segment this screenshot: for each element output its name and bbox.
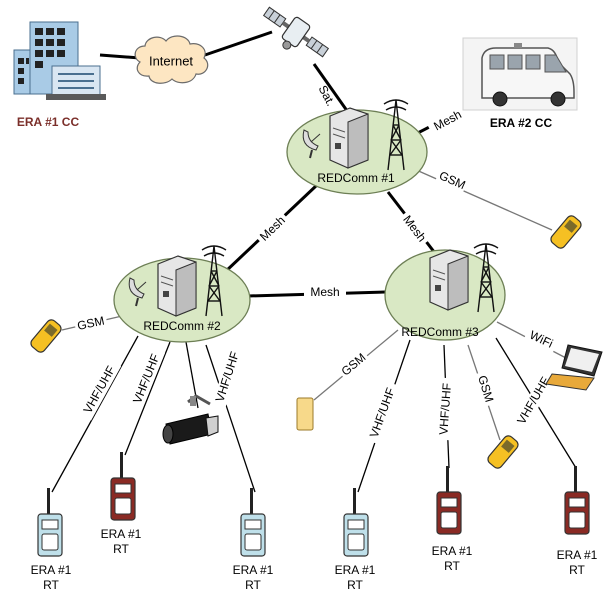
radio-terminal-rt1: ERA #1 RT: [31, 488, 72, 592]
link-node1-phone: [404, 164, 553, 231]
link-node2-rt1: [51, 335, 139, 493]
building-icon: [13, 21, 106, 100]
link-node2-rt3: [205, 344, 256, 493]
internet-cloud: Internet: [134, 35, 209, 84]
tower-icon: [201, 245, 227, 317]
radio-icon: [436, 466, 462, 535]
rt-label-line2: RT: [245, 578, 261, 592]
rt-label-line1: ERA #1: [335, 563, 376, 577]
phone-icon: [550, 215, 582, 249]
rt-label-line1: ERA #1: [557, 548, 598, 562]
cloud-icon: [134, 35, 209, 84]
radio-terminal-rt6: ERA #1 RT: [557, 466, 598, 577]
redcomm-node-1: REDComm #1: [286, 99, 428, 195]
server-icon: [157, 255, 197, 317]
vhf-label-rt5: VHF/UHF: [436, 383, 454, 436]
smartphone-icon: [296, 397, 314, 431]
cc2-label: ERA #2 CC: [490, 116, 553, 130]
phone-icon: [487, 435, 519, 469]
radio-terminal-rt2: ERA #1 RT: [101, 452, 142, 556]
rt-label-line2: RT: [444, 559, 460, 573]
rt-label-line2: RT: [569, 563, 585, 577]
rt-label-line2: RT: [113, 542, 129, 556]
node1-label: REDComm #1: [317, 171, 395, 185]
laptop-icon: [545, 344, 603, 391]
van-icon: [481, 43, 575, 107]
camera-icon: [162, 394, 219, 445]
rt-label-line2: RT: [347, 578, 363, 592]
radio-icon: [564, 466, 590, 535]
rt-label-line1: ERA #1: [101, 527, 142, 541]
tower-icon: [473, 243, 499, 313]
internet-label: Internet: [149, 53, 193, 68]
rt-label-line1: ERA #1: [31, 563, 72, 577]
server-icon: [429, 249, 469, 311]
radio-icon: [37, 488, 63, 557]
redcomm-node-3: REDComm #3: [384, 243, 506, 341]
node2-label: REDComm #2: [143, 319, 221, 333]
gsm-label-node1: GSM: [437, 168, 468, 192]
phone-icon: [30, 319, 62, 353]
vhf-label-rt1: VHF/UHF: [81, 363, 118, 415]
radio-terminal-rt4: ERA #1 RT: [335, 488, 376, 592]
satellite-icon: [262, 6, 330, 58]
dish-icon: [128, 277, 147, 307]
link-satellite-node1: [312, 63, 352, 116]
rt-label-line1: ERA #1: [233, 563, 274, 577]
sat-label: Sat.: [316, 83, 338, 108]
radio-terminal-rt5: ERA #1 RT: [432, 466, 473, 573]
radio-terminal-rt3: ERA #1 RT: [233, 488, 274, 592]
tower-icon: [383, 99, 409, 171]
link-cc1-internet: [99, 53, 141, 60]
radio-icon: [240, 488, 266, 557]
cc1-label: ERA #1 CC: [17, 115, 80, 129]
era1-control-center: ERA #1 CC: [13, 21, 106, 129]
gsm-label-node2: GSM: [76, 314, 106, 333]
node3-label: REDComm #3: [401, 325, 479, 339]
dish-icon: [302, 129, 321, 159]
rt-label-line2: RT: [43, 578, 59, 592]
era2-control-center: ERA #2 CC: [462, 37, 578, 130]
link-node2-rt2: [124, 341, 171, 456]
radio-icon: [110, 452, 136, 521]
rt-label-line1: ERA #1: [432, 544, 473, 558]
vhf-label-rt4: VHF/UHF: [367, 386, 398, 440]
link-internet-satellite: [204, 30, 273, 57]
server-icon: [329, 107, 369, 169]
radio-icon: [343, 488, 369, 557]
mesh-label-node2-node3: Mesh: [310, 285, 339, 299]
redcomm-node-2: REDComm #2: [113, 245, 251, 343]
